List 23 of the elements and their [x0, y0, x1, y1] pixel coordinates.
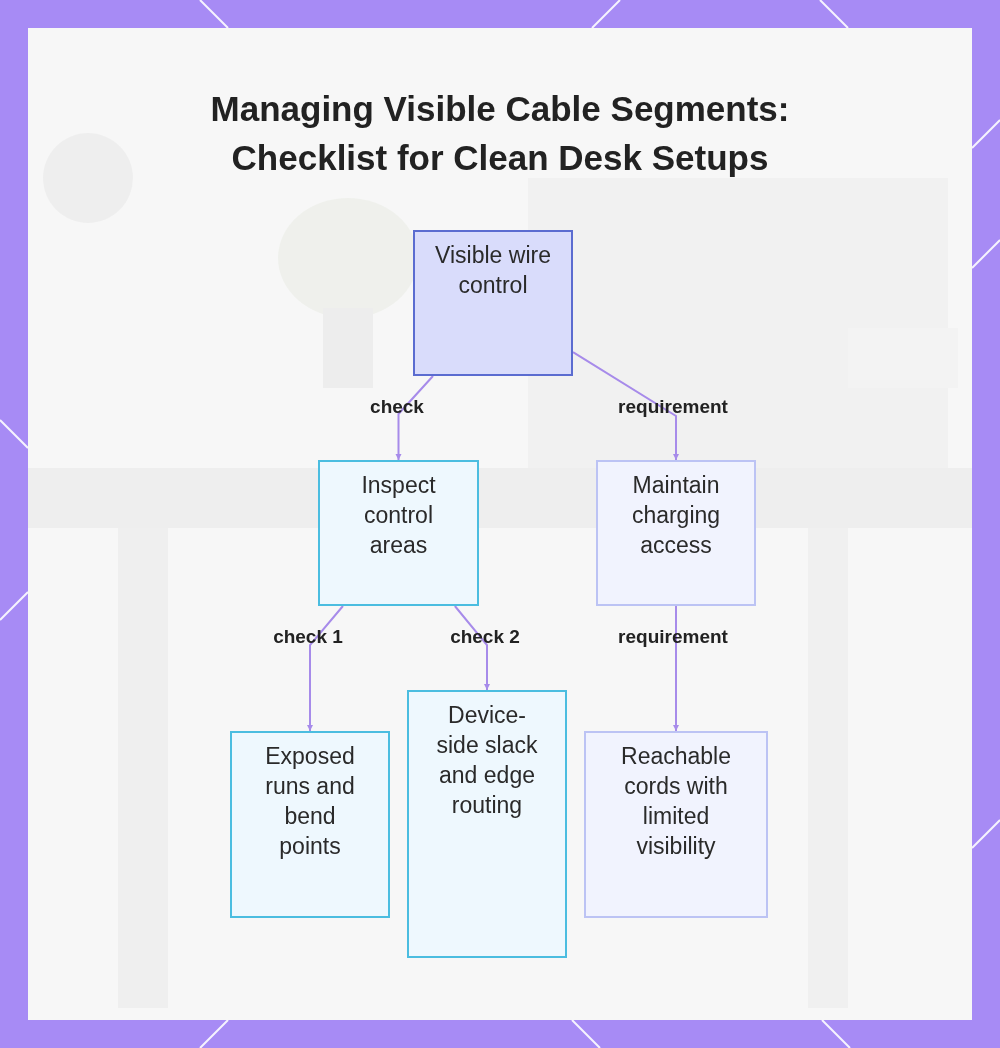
edge-label: requirement — [617, 624, 729, 649]
box-label: Visible wire control — [435, 241, 551, 300]
box-label: Reachable cords with limited visibility — [620, 742, 732, 861]
box-label: Exposed runs and bend points — [264, 742, 356, 861]
box-label: Device-side slack and edge routing — [435, 701, 539, 820]
edge-label: check 1 — [272, 624, 344, 649]
box-label: Inspect control areas — [360, 471, 437, 560]
arrow — [572, 351, 679, 461]
arrow — [307, 605, 344, 732]
process-box — [318, 460, 479, 606]
edge-label: check 2 — [449, 624, 521, 649]
arrow — [673, 605, 679, 732]
arrow — [395, 375, 434, 461]
process-box — [413, 230, 573, 376]
arrow — [453, 605, 490, 691]
process-box — [584, 731, 768, 918]
process-box — [407, 690, 567, 958]
box-label: Maintain charging access — [630, 471, 722, 560]
title: Managing Visible Cable Segments: Checklist for Clean Desk Setups — [209, 88, 791, 179]
process-box — [596, 460, 756, 606]
edge-label: check — [369, 394, 425, 419]
process-box — [230, 731, 390, 918]
edge-label: requirement — [617, 394, 729, 419]
